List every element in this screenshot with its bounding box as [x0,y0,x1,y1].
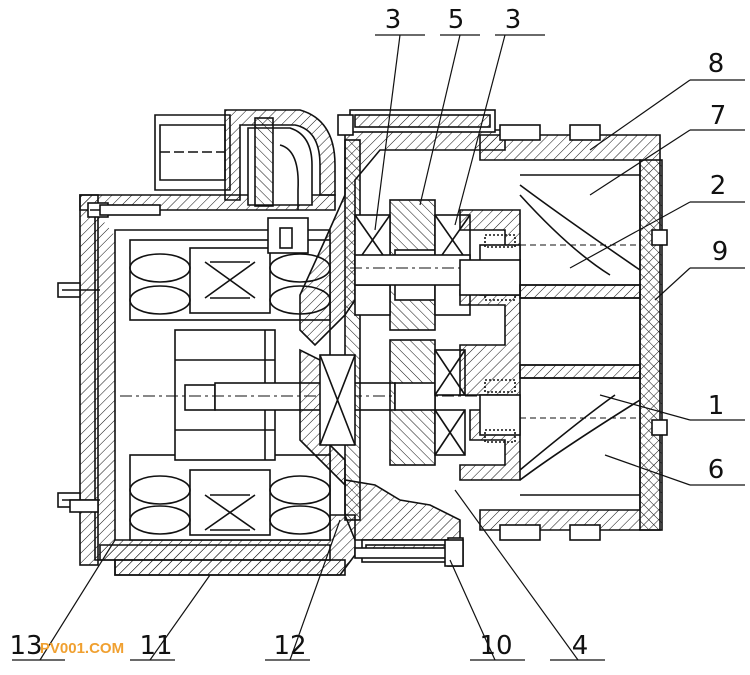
callout-12: 12 [273,631,306,661]
callout-3-left: 3 [385,5,402,35]
stator-lower [129,454,331,541]
callout-3-right: 3 [505,5,522,35]
junction-box [154,109,336,254]
callout-8: 8 [708,49,725,79]
callout-5: 5 [448,5,465,35]
callout-6: 6 [708,455,725,485]
pump-casing [479,124,668,541]
callout-13: 13 [9,631,42,661]
bolts [69,204,464,567]
seal-housing [459,209,521,481]
bearings [319,214,520,456]
callout-11: 11 [139,631,172,661]
callout-10: 10 [479,631,512,661]
leader-lines [12,34,745,661]
callout-9: 9 [712,237,729,267]
callout-7: 7 [710,101,727,131]
watermark: PV001.COM [40,640,124,657]
callout-4: 4 [572,631,589,661]
callout-labels: 3 5 3 8 7 2 9 1 6 13 11 12 10 4 PV001.CO… [9,5,728,661]
callout-1: 1 [708,391,725,421]
callout-2: 2 [710,171,727,201]
gear-pair [389,199,436,466]
